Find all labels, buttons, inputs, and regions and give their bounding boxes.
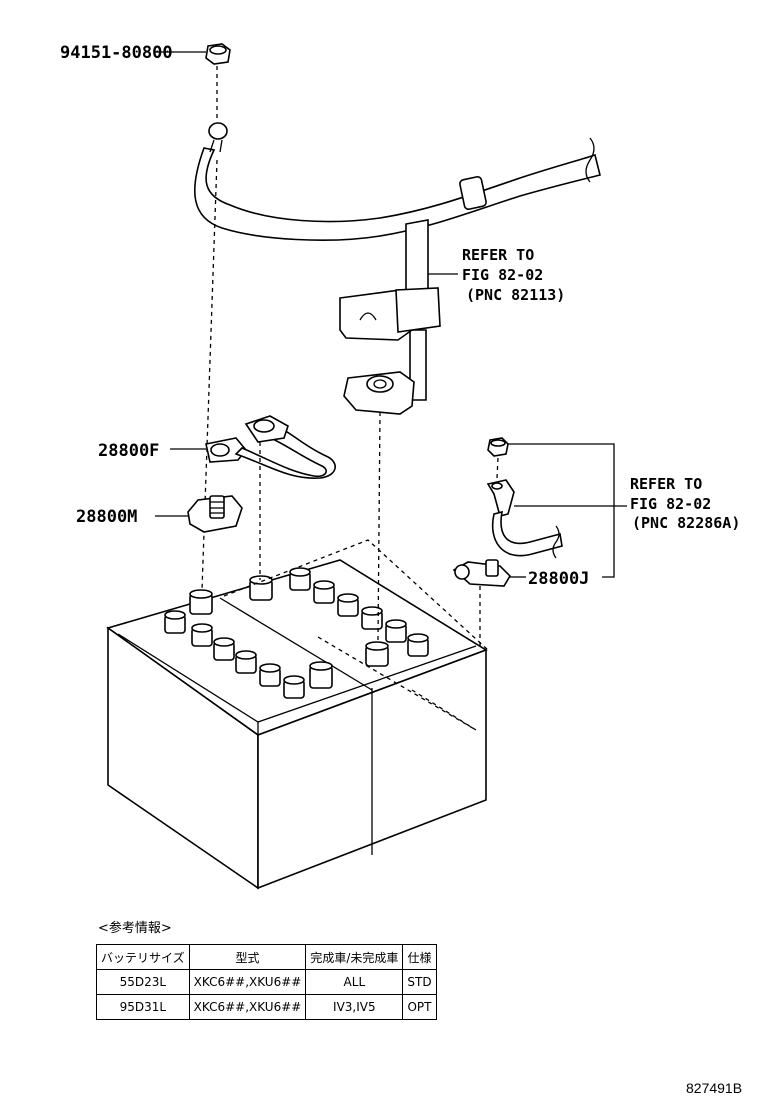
table-row: 95D31L XKC6##,XKU6## IV3,IV5 OPT xyxy=(96,994,437,1020)
cell-spec: STD xyxy=(402,969,437,995)
table-row: 55D23L XKC6##,XKU6## ALL STD xyxy=(96,969,437,995)
terminal-clamp-icon xyxy=(452,559,512,587)
part-number-28800f: 28800F xyxy=(98,441,159,461)
cell-model: XKC6##,XKU6## xyxy=(188,969,307,995)
battery-icon xyxy=(106,539,489,890)
refer-1-line1: REFER TO xyxy=(462,246,534,264)
cell-model: XKC6##,XKU6## xyxy=(188,994,307,1020)
cell-battery-size: 95D31L xyxy=(96,994,190,1020)
table-header-row: バッテリサイズ 型式 完成車/未完成車 仕様 xyxy=(96,944,437,970)
refer-2-line2: FIG 82-02 xyxy=(630,495,711,513)
header-model: 型式 xyxy=(188,944,307,970)
refer-1-line3: (PNC 82113) xyxy=(466,286,565,304)
header-battery-size: バッテリサイズ xyxy=(96,944,190,970)
refer-1-line2: FIG 82-02 xyxy=(462,266,543,284)
nut-icon xyxy=(205,43,231,65)
part-number-94151-80800: 94151-80800 xyxy=(60,43,173,63)
illustration-number: 827491B xyxy=(686,1080,743,1096)
cell-complete: ALL xyxy=(305,969,404,995)
header-complete-incomplete: 完成車/未完成車 xyxy=(305,944,404,970)
part-number-28800m: 28800M xyxy=(76,507,137,527)
part-number-28800j: 28800J xyxy=(528,569,589,589)
reference-info-title: <参考情報> xyxy=(98,921,172,936)
refer-2-line1: REFER TO xyxy=(630,475,702,493)
cable-icon xyxy=(486,479,563,559)
refer-2-line3: (PNC 82286A) xyxy=(632,514,740,532)
cell-spec: OPT xyxy=(402,994,437,1020)
header-spec: 仕様 xyxy=(402,944,437,970)
cable-icon xyxy=(193,122,601,415)
nut-icon xyxy=(487,437,509,457)
terminal-clamp-icon xyxy=(187,495,243,533)
terminal-clamp-icon xyxy=(205,415,336,479)
reference-info-table: バッテリサイズ 型式 完成車/未完成車 仕様 55D23L XKC6##,XKU… xyxy=(96,944,437,1020)
cell-battery-size: 55D23L xyxy=(96,969,190,995)
cell-complete: IV3,IV5 xyxy=(305,994,404,1020)
